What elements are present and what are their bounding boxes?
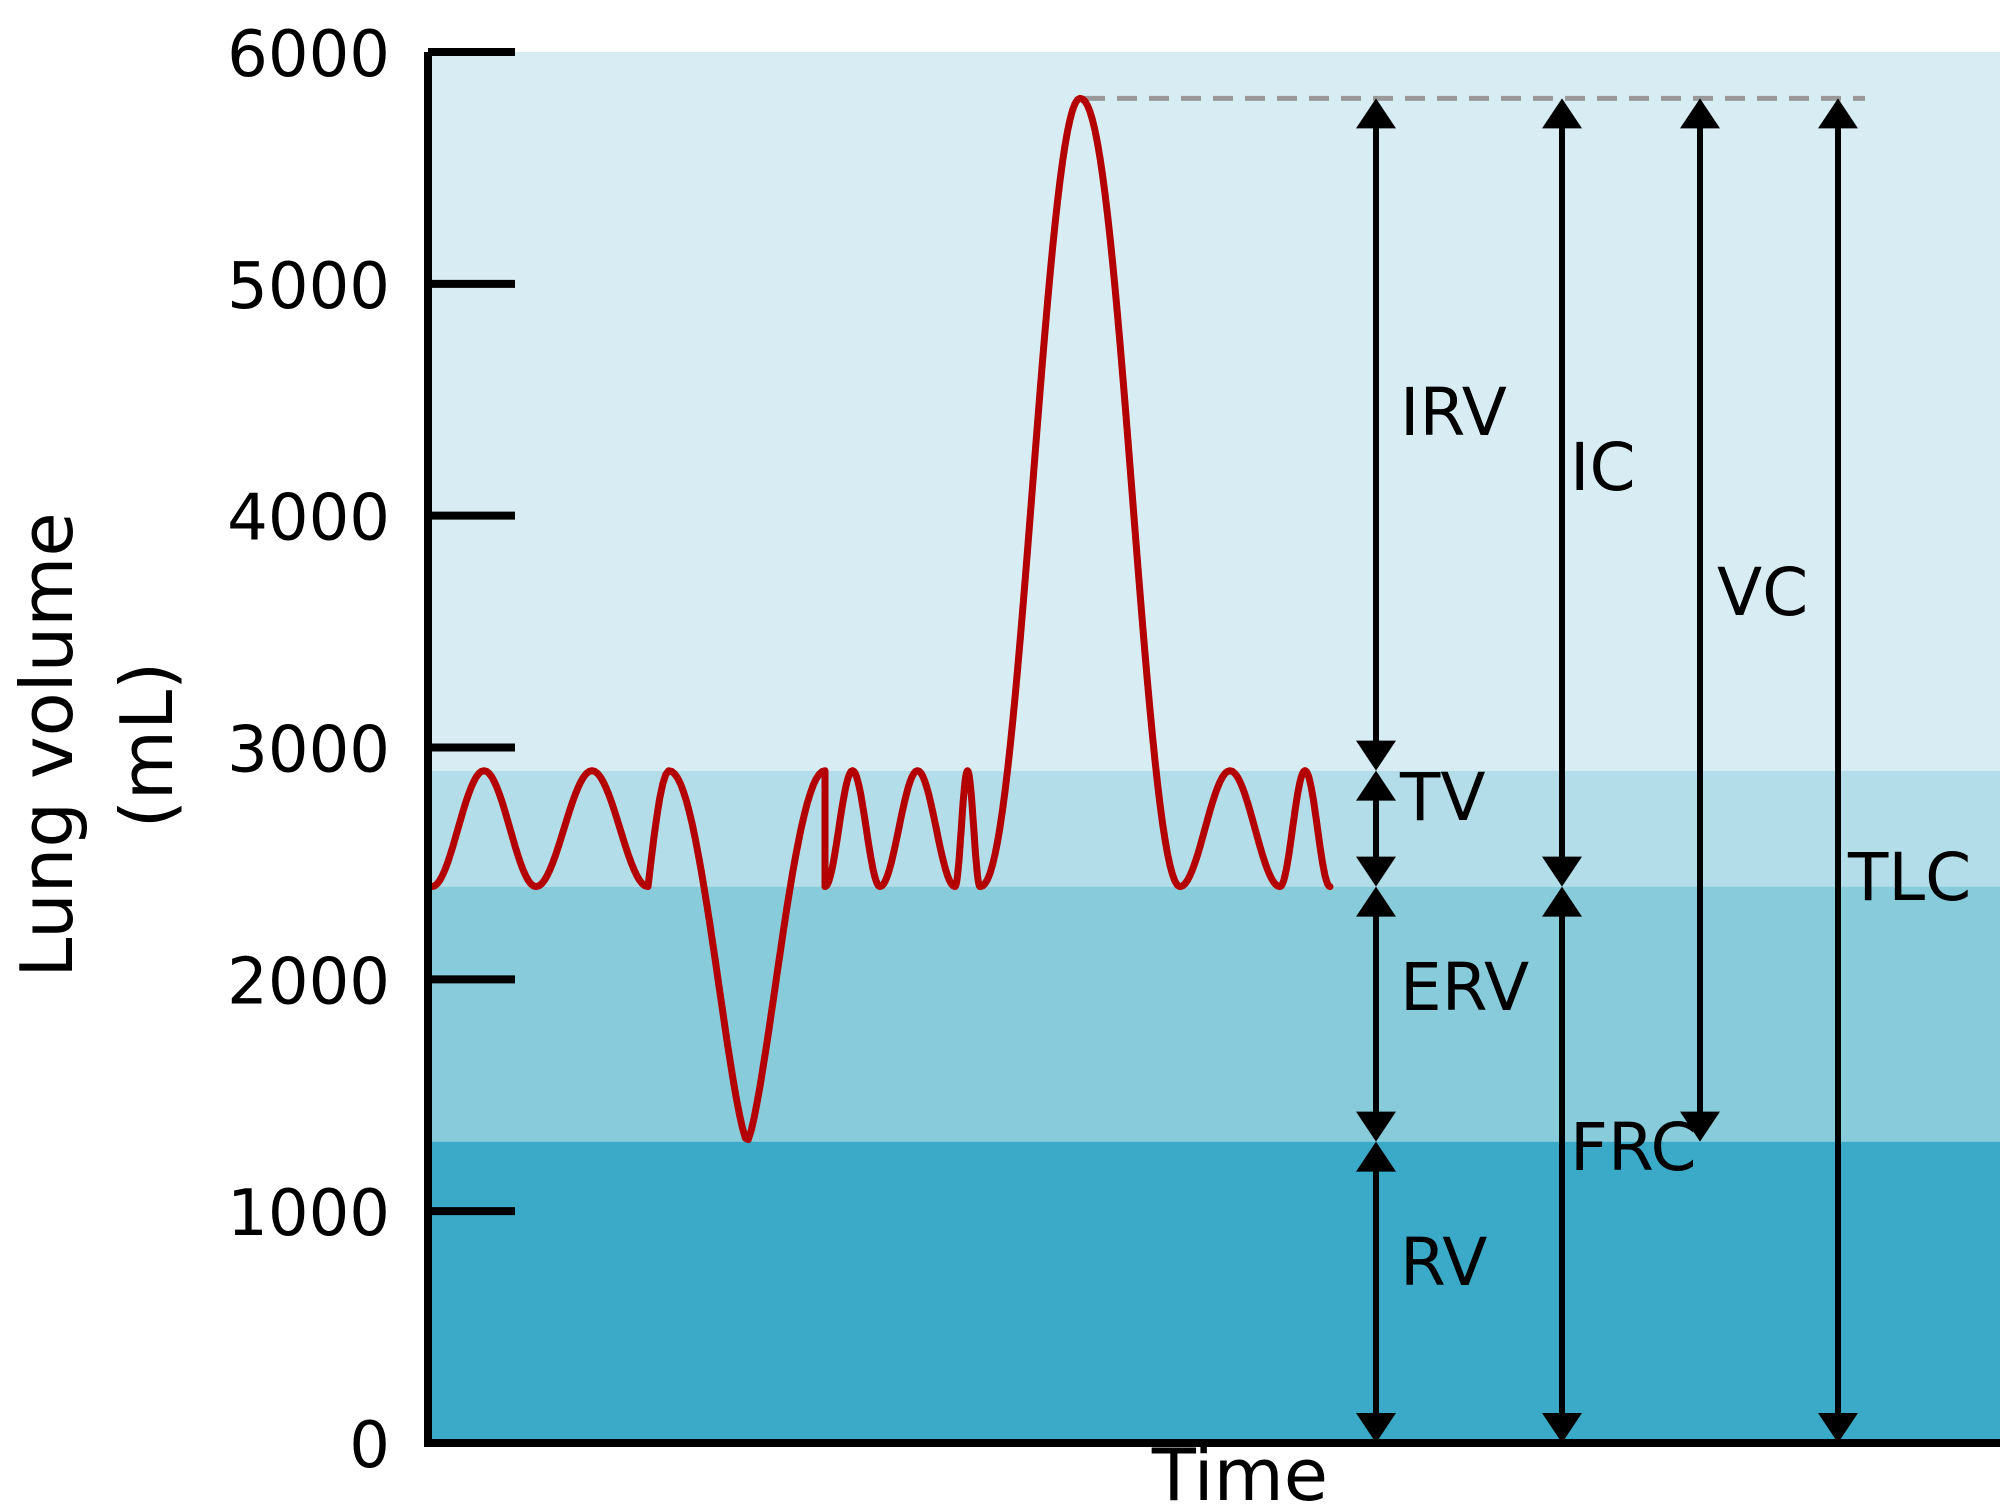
arrow-vc-label: VC: [1717, 554, 1808, 631]
arrow-irv-head-top: [1356, 98, 1396, 129]
y-tick-label: 2000: [227, 945, 390, 1019]
x-axis-title: Time: [1151, 1433, 1328, 1507]
arrow-erv-label: ERV: [1400, 949, 1529, 1026]
arrow-irv-head-bottom: [1356, 740, 1396, 771]
arrow-frc-label: FRC: [1570, 1109, 1697, 1186]
arrow-tv-head-top: [1356, 770, 1396, 801]
arrow-ic-head-bottom: [1542, 856, 1582, 887]
arrow-frc-head-bottom: [1542, 1413, 1582, 1443]
y-tick-label: 6000: [227, 18, 390, 92]
y-tick-label: 0: [349, 1409, 390, 1483]
arrow-tv-label: TV: [1399, 759, 1485, 836]
y-ticks: 0 1000 2000 3000 4000 5000 6000: [227, 18, 515, 1483]
band-erv: [428, 886, 2000, 1142]
arrow-rv-head-bottom: [1356, 1413, 1396, 1443]
arrow-tlc-head-top: [1818, 98, 1858, 129]
volume-bands: [428, 52, 2000, 1443]
arrow-irv-label: IRV: [1400, 374, 1507, 451]
arrow-tlc-label: TLC: [1847, 839, 1971, 916]
y-axis-title-line1: Lung volume: [5, 512, 89, 977]
arrow-vc-head-bottom: [1680, 1111, 1720, 1142]
arrow-ic-label: IC: [1570, 429, 1636, 506]
y-tick-label: 4000: [227, 482, 390, 556]
volume-arrows: IRV TV ERV RV IC FRC VC TLC: [1356, 98, 1971, 1443]
y-axis-title-line2: (mL): [105, 662, 189, 828]
arrow-rv-label: RV: [1400, 1224, 1487, 1301]
band-irv: [428, 52, 2000, 771]
arrow-erv-head-top: [1356, 886, 1396, 917]
arrow-vc-head-top: [1680, 98, 1720, 129]
arrow-tv-head-bottom: [1356, 856, 1396, 887]
arrow-ic-head-top: [1542, 98, 1582, 129]
y-tick-label: 1000: [227, 1177, 390, 1251]
band-rv: [428, 1141, 2000, 1443]
arrow-frc-head-top: [1542, 886, 1582, 917]
arrow-erv-head-bottom: [1356, 1111, 1396, 1142]
arrow-tlc-head-bottom: [1818, 1413, 1858, 1443]
y-tick-label: 3000: [227, 714, 390, 788]
volume-trace-line: [428, 94, 1334, 1144]
y-axis-title: Lung volume (mL): [5, 512, 189, 977]
y-tick-label: 5000: [227, 250, 390, 324]
arrow-rv-head-top: [1356, 1141, 1396, 1172]
